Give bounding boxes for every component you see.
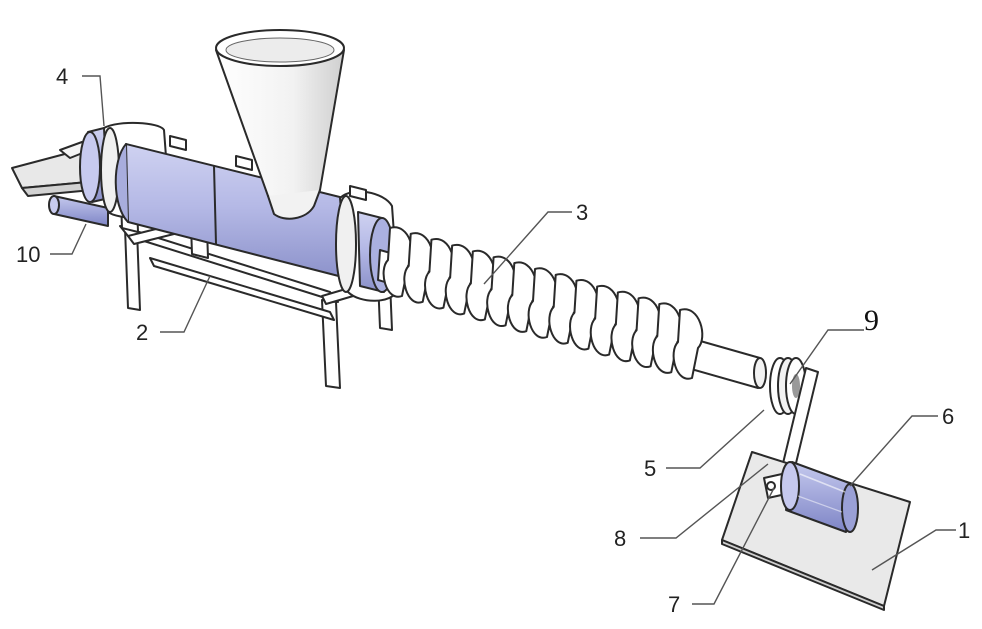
screw-auger — [377, 226, 767, 389]
label-belt-number: 9 — [864, 304, 879, 337]
screw-flights — [382, 226, 704, 380]
label-pulley: 5 — [644, 456, 656, 481]
label-motor: 6 — [942, 404, 954, 429]
outlet-chute — [11, 141, 93, 197]
label-motor-bracket: 7 — [668, 592, 680, 617]
label-base-plate: 1 — [958, 518, 970, 543]
label-outlet: 10 — [16, 242, 40, 267]
screw-flight — [672, 308, 704, 380]
feed-hopper — [215, 29, 345, 220]
outlet-pipe — [48, 195, 109, 227]
part-labels: 4 10 2 3 9 5 6 8 7 1 — [16, 64, 970, 617]
leader-lines — [50, 75, 956, 605]
label-belt: 8 — [614, 526, 626, 551]
drive-pulley — [769, 357, 807, 415]
label-screw: 3 — [576, 200, 588, 225]
electric-motor — [780, 461, 859, 533]
label-end-cap: 4 — [56, 64, 68, 89]
label-frame: 2 — [136, 320, 148, 345]
